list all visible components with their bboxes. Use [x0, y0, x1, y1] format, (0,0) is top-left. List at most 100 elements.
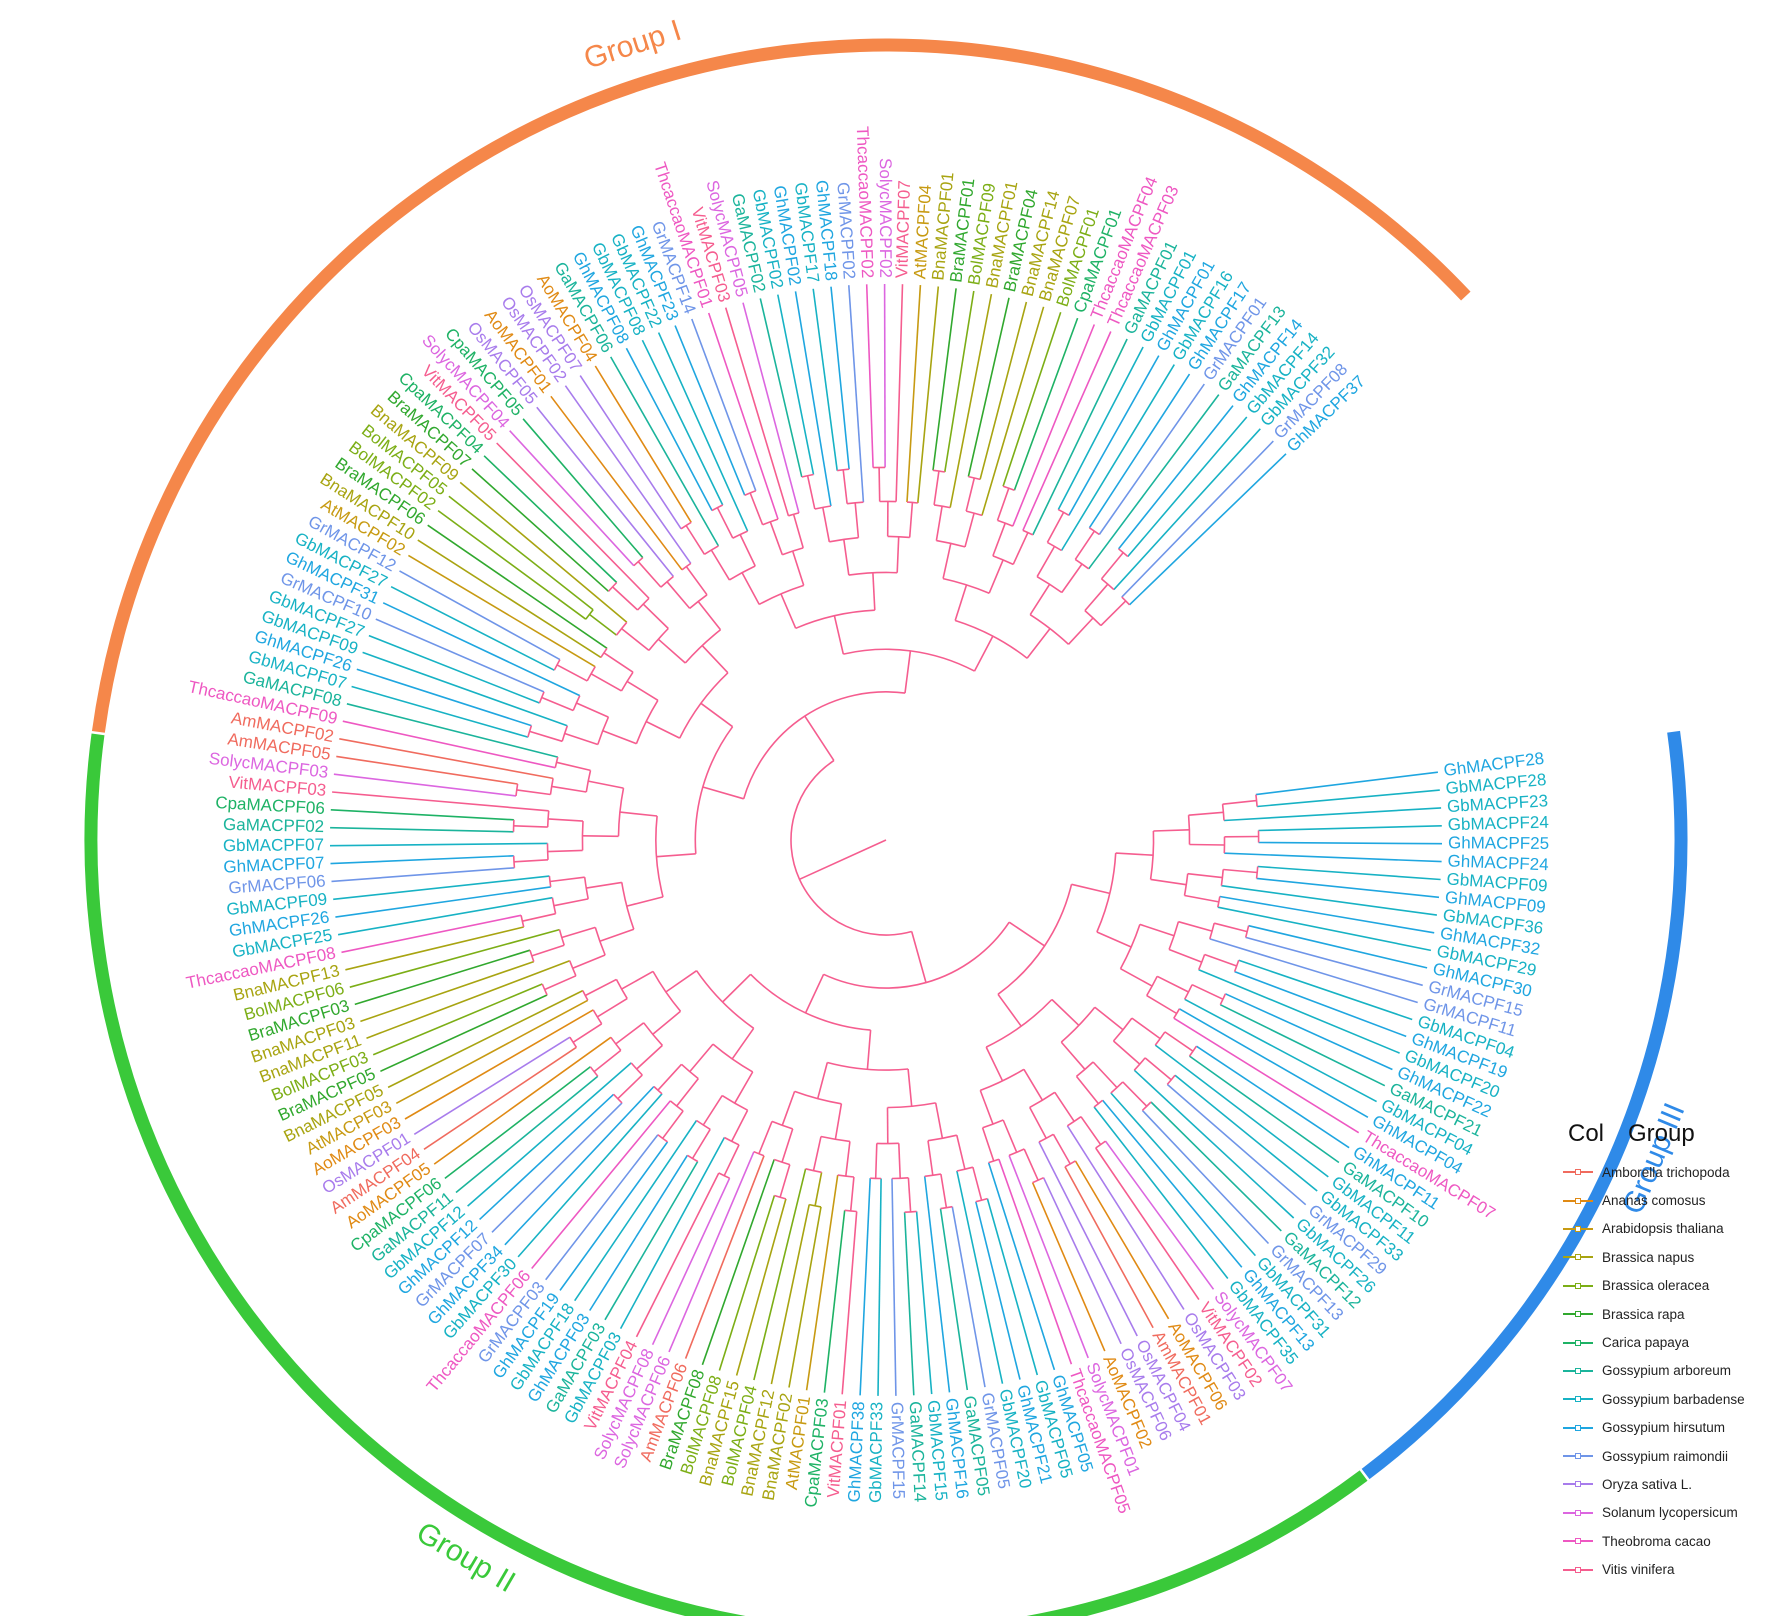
tip-branch: [360, 960, 535, 1023]
tip-branch: [1221, 884, 1438, 916]
internal-branch: [769, 521, 784, 555]
internal-branch: [1074, 530, 1096, 560]
tip-branch: [1166, 1083, 1307, 1206]
clade-arc: [680, 521, 692, 530]
group-arcs: [84, 38, 1688, 1616]
tip-branch: [1173, 1017, 1360, 1134]
tip-branch: [335, 886, 551, 918]
internal-branch: [529, 730, 563, 743]
legend-item-label: Carica papaya: [1602, 1335, 1690, 1351]
internal-branch: [553, 898, 589, 907]
clade-arc: [643, 1022, 663, 1046]
clade-arc: [758, 584, 804, 606]
tip-branch: [504, 1085, 655, 1246]
clade-arc: [728, 565, 756, 581]
legend-item: Ananas comosus: [1560, 1186, 1766, 1214]
clade-arc: [1121, 596, 1131, 606]
tip-branch: [1248, 924, 1428, 969]
internal-branch: [1146, 994, 1178, 1015]
clade-arc: [1118, 548, 1129, 558]
tip-branch: [1245, 936, 1423, 987]
clade-arc: [1022, 529, 1034, 536]
tip-branch: [522, 418, 644, 559]
tip-branch: [891, 1178, 897, 1396]
internal-branch: [700, 702, 734, 728]
clade-arc: [827, 1061, 909, 1071]
legend-item: Oryza sativa L.: [1560, 1470, 1766, 1498]
clade-arc: [620, 671, 634, 692]
clade-arc: [655, 815, 664, 898]
tip-branch: [805, 1174, 839, 1391]
clade-arc: [1154, 1031, 1166, 1046]
internal-branch: [588, 613, 617, 636]
internal-branch: [1178, 920, 1213, 932]
clade-arc: [801, 473, 814, 478]
internal-branch: [731, 1027, 755, 1060]
tip-branch: [777, 294, 815, 475]
clade-arc: [933, 504, 951, 509]
internal-branch: [996, 487, 1010, 521]
internal-branch: [1092, 1061, 1118, 1089]
internal-branch: [907, 1068, 913, 1107]
legend-item-label: Gossypium hirsutum: [1602, 1420, 1726, 1436]
internal-branch: [1036, 546, 1056, 578]
leaf-label: GhMACPF07: [223, 853, 325, 876]
clade-arc: [773, 1158, 791, 1166]
tip-branch: [1013, 317, 1079, 491]
clade-arc: [1064, 1160, 1076, 1168]
internal-branch: [972, 1166, 983, 1201]
internal-branch: [1028, 1107, 1047, 1139]
legend-item-label: Oryza sativa L.: [1602, 1476, 1693, 1492]
tip-branch: [387, 989, 584, 1089]
internal-branch: [599, 928, 635, 943]
clade-arc: [1133, 1057, 1146, 1071]
clade-arc: [546, 810, 550, 828]
tip-branch: [339, 738, 554, 780]
internal-branch: [843, 539, 850, 576]
internal-branch: [723, 1144, 740, 1177]
clade-arc: [597, 716, 610, 745]
tip-branch: [330, 855, 514, 865]
internal-branch: [652, 1010, 682, 1035]
tip-branch: [1022, 331, 1112, 531]
root-branch: [799, 839, 887, 881]
tip-branch: [1117, 405, 1234, 550]
tip-branch: [1179, 1008, 1369, 1118]
legend-item: Gossypium barbadense: [1560, 1385, 1766, 1413]
tip-branch: [701, 1159, 775, 1366]
internal-branch: [812, 1136, 822, 1171]
tip-branch: [509, 430, 635, 567]
internal-branch: [758, 1121, 773, 1155]
clade-arc: [581, 821, 584, 851]
tip-branch: [1224, 852, 1442, 863]
clade-arc: [553, 659, 561, 671]
clade-arc: [1036, 576, 1063, 594]
tip-branch: [375, 618, 545, 693]
clade-arc: [549, 778, 554, 795]
internal-branch: [531, 944, 565, 957]
clade-arc: [1088, 527, 1100, 536]
clade-arc: [847, 501, 864, 505]
internal-branch: [516, 789, 551, 796]
legend-swatch-icon: [1560, 1422, 1596, 1434]
legend-item-label: Gossypium barbadense: [1602, 1391, 1745, 1407]
tip-branch: [1121, 440, 1274, 598]
tip-branch: [1068, 355, 1160, 516]
tip-branch: [865, 284, 874, 468]
internal-branch: [956, 1135, 966, 1170]
clade-arc: [589, 1066, 599, 1077]
internal-branch: [612, 586, 639, 611]
clade-arc: [652, 971, 682, 1012]
clade-arc: [695, 970, 755, 1029]
clade-arc: [660, 575, 674, 588]
tip-branch: [1066, 1125, 1185, 1310]
tip-branch: [329, 842, 548, 847]
tip-branch: [1234, 970, 1407, 1038]
internal-branch: [556, 761, 591, 772]
internal-branch: [1144, 1057, 1172, 1081]
clade-arc: [617, 787, 625, 837]
internal-branch: [842, 469, 848, 504]
tip-branch: [742, 302, 800, 514]
legend-title-group: Group: [1628, 1120, 1695, 1147]
tip-branch: [812, 288, 838, 471]
